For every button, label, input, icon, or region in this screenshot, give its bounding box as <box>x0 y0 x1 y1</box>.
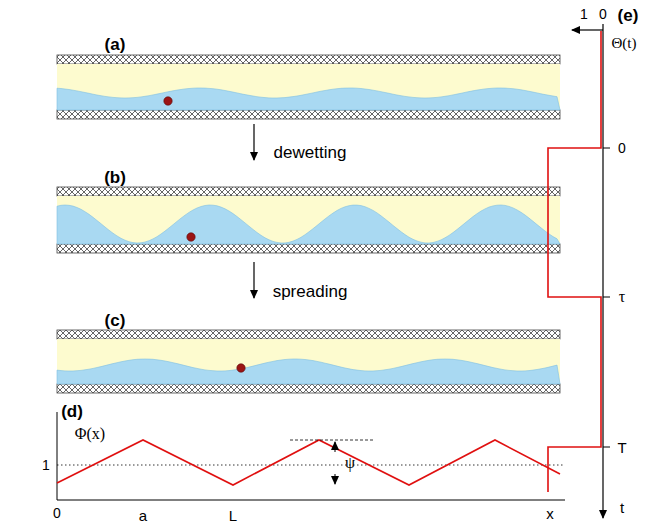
channel-gap <box>57 196 560 244</box>
theta-axis <box>572 29 603 30</box>
psi-arrow <box>335 474 336 484</box>
panel-label: (a) <box>105 36 126 53</box>
unit-level <box>57 465 565 466</box>
axis-tick: 1 <box>42 458 50 472</box>
axis-tick: L <box>229 508 237 523</box>
wall <box>57 55 560 64</box>
psi-arrow <box>335 442 336 452</box>
liquid-film <box>57 359 560 384</box>
axis-tick: 0 <box>599 7 607 21</box>
panel-label: (d) <box>61 403 83 420</box>
liquid-film <box>57 205 560 244</box>
wall <box>57 110 560 119</box>
process-arrow <box>253 124 254 160</box>
wall <box>57 330 560 339</box>
channel-gap <box>57 339 560 384</box>
time-axis <box>602 24 603 518</box>
step-function <box>548 31 601 492</box>
axis-tick: 0 <box>53 506 61 520</box>
tick <box>603 148 610 149</box>
tick <box>603 447 610 448</box>
process-label: spreading <box>273 283 348 300</box>
wall <box>57 187 560 196</box>
axis-tick: 0 <box>618 141 626 155</box>
panel-label: (b) <box>104 169 126 186</box>
axis-tick: 1 <box>580 7 588 21</box>
particle <box>237 364 245 372</box>
process-label: dewetting <box>274 144 347 161</box>
panel-label: (e) <box>618 7 639 24</box>
amplitude-label: ψ <box>345 455 355 471</box>
axis-label: t <box>620 500 624 515</box>
axis-label: x <box>546 506 554 521</box>
peak-level <box>290 440 375 441</box>
axis-label: Φ(x) <box>75 426 105 442</box>
liquid-film <box>57 88 560 110</box>
particle <box>164 97 172 105</box>
y-axis <box>57 412 58 500</box>
channel-gap <box>57 64 560 110</box>
axis-tick: τ <box>619 289 625 305</box>
particle <box>187 233 195 241</box>
axis-tick: a <box>139 508 147 523</box>
tick <box>603 297 610 298</box>
process-arrow <box>253 262 254 298</box>
wall <box>57 244 560 253</box>
wall <box>57 384 560 393</box>
axis-label: Θ(t) <box>612 36 637 51</box>
axis-tick: T <box>617 440 626 455</box>
x-axis <box>57 500 565 501</box>
panel-label: (c) <box>105 312 126 329</box>
sawtooth-potential <box>57 440 560 485</box>
